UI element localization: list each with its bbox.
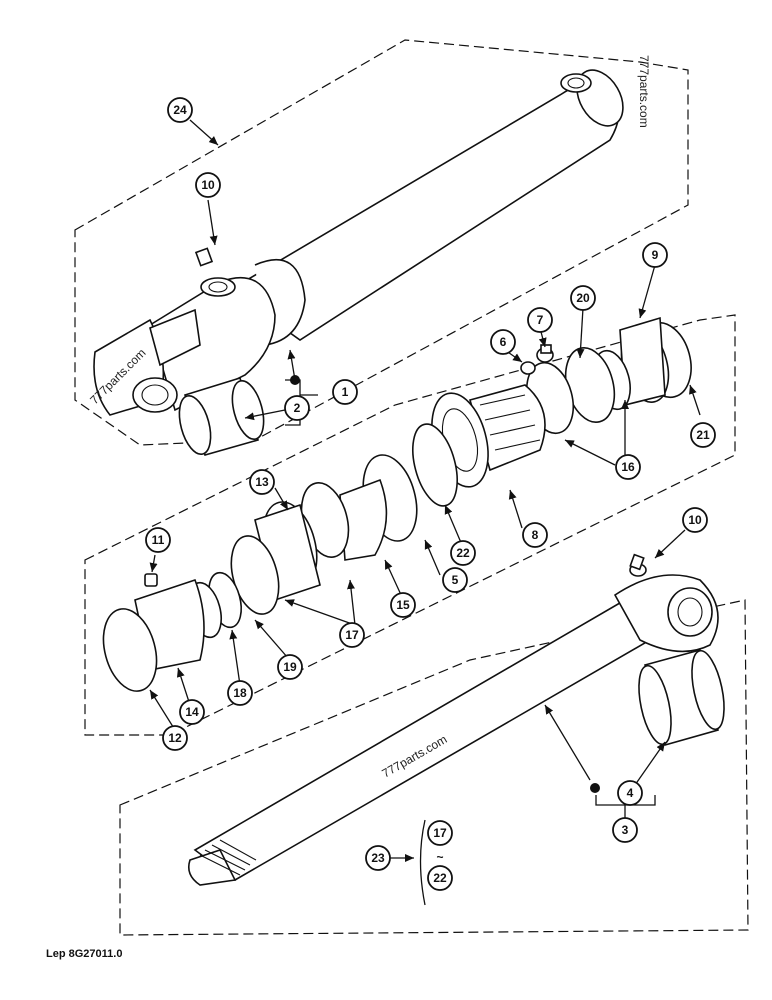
svg-text:13: 13 bbox=[255, 475, 269, 489]
callout-21: 21 bbox=[690, 422, 716, 448]
svg-text:14: 14 bbox=[185, 705, 199, 719]
seal-group-boundary bbox=[84, 314, 736, 736]
callout-4: 4 bbox=[617, 780, 643, 806]
range-tilde: ~ bbox=[436, 850, 443, 864]
assembly-dot-barrel bbox=[290, 375, 300, 385]
svg-text:4: 4 bbox=[627, 786, 634, 800]
assembly-dot-rod bbox=[590, 783, 600, 793]
svg-text:24: 24 bbox=[173, 103, 187, 117]
barrel-bushing bbox=[178, 376, 265, 456]
callout-17: 17 bbox=[339, 622, 365, 648]
svg-text:22: 22 bbox=[433, 871, 447, 885]
cylinder-barrel bbox=[93, 69, 624, 416]
callout-1: 1 bbox=[332, 379, 358, 405]
svg-text:9: 9 bbox=[652, 248, 659, 262]
callout-16: 16 bbox=[615, 454, 641, 480]
callout-8: 8 bbox=[522, 522, 548, 548]
callout-23: 23 bbox=[365, 845, 391, 871]
svg-text:18: 18 bbox=[233, 686, 247, 700]
svg-text:2: 2 bbox=[294, 401, 301, 415]
callout-13: 13 bbox=[249, 469, 275, 495]
callout-9: 9 bbox=[642, 242, 668, 268]
svg-text:3: 3 bbox=[622, 823, 629, 837]
svg-text:17: 17 bbox=[345, 628, 359, 642]
svg-text:17: 17 bbox=[433, 826, 447, 840]
callout-24: 24 bbox=[167, 97, 193, 123]
svg-text:6: 6 bbox=[500, 335, 507, 349]
svg-text:15: 15 bbox=[396, 598, 410, 612]
svg-text:20: 20 bbox=[576, 291, 590, 305]
callout-5: 5 bbox=[442, 567, 468, 593]
svg-text:7: 7 bbox=[537, 313, 544, 327]
svg-text:5: 5 bbox=[452, 573, 459, 587]
callout-18: 18 bbox=[227, 680, 253, 706]
svg-text:23: 23 bbox=[371, 851, 385, 865]
svg-text:8: 8 bbox=[532, 528, 539, 542]
svg-text:1: 1 bbox=[342, 385, 349, 399]
svg-text:10: 10 bbox=[688, 513, 702, 527]
callout-22-range: 22 bbox=[427, 865, 453, 891]
piston-rod bbox=[187, 553, 719, 886]
callout-10-rod: 10 bbox=[682, 507, 708, 533]
callout-22: 22 bbox=[450, 540, 476, 566]
lock-screw-and-nut bbox=[520, 344, 554, 375]
drawing-reference: Lep 8G27011.0 bbox=[46, 948, 123, 960]
svg-text:11: 11 bbox=[152, 533, 165, 547]
watermark-top: 777parts.com bbox=[637, 55, 651, 128]
callout-6: 6 bbox=[490, 329, 516, 355]
callout-17-range: 17 bbox=[427, 820, 453, 846]
svg-text:21: 21 bbox=[696, 428, 710, 442]
svg-text:16: 16 bbox=[621, 460, 635, 474]
rod-group-boundary bbox=[119, 599, 749, 936]
svg-text:10: 10 bbox=[201, 178, 215, 192]
callout-12: 12 bbox=[162, 725, 188, 751]
svg-text:22: 22 bbox=[456, 546, 470, 560]
barrel-group-boundary bbox=[74, 39, 689, 446]
callout-10-top: 10 bbox=[195, 172, 221, 198]
gland-assembly bbox=[102, 316, 692, 692]
callout-19: 19 bbox=[277, 654, 303, 680]
callout-2: 2 bbox=[284, 395, 310, 421]
svg-text:12: 12 bbox=[168, 731, 182, 745]
callout-20: 20 bbox=[570, 285, 596, 311]
rod-bushing bbox=[638, 649, 725, 746]
callout-11: 11 bbox=[145, 527, 171, 553]
callout-3: 3 bbox=[612, 817, 638, 843]
callout-15: 15 bbox=[390, 592, 416, 618]
callout-7: 7 bbox=[527, 307, 553, 333]
svg-text:19: 19 bbox=[283, 660, 297, 674]
callout-14: 14 bbox=[179, 699, 205, 725]
